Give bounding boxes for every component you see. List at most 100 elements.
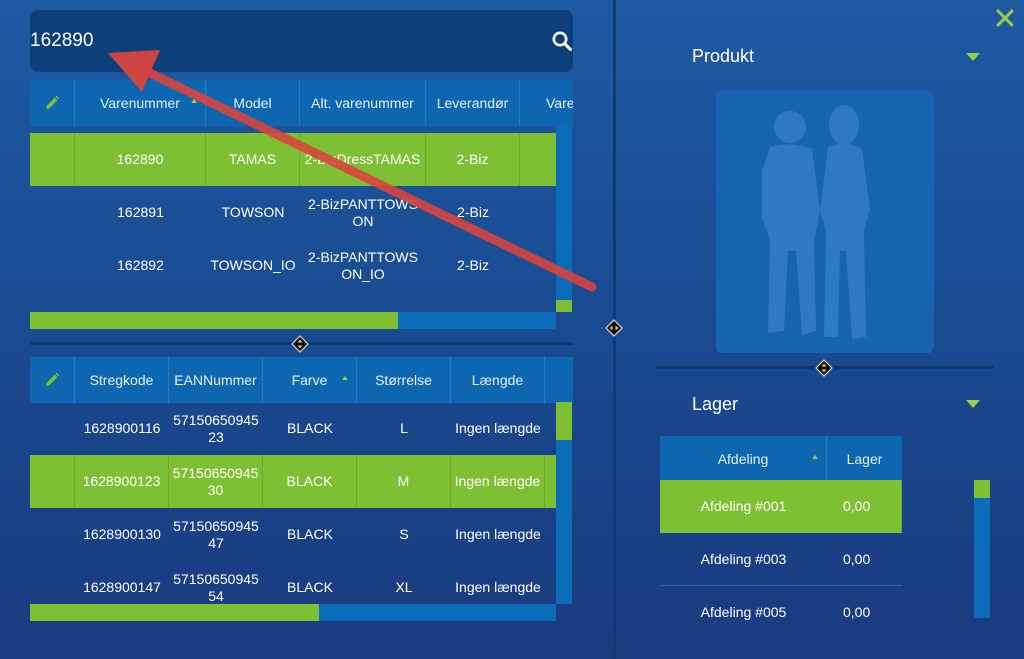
sort-ascending-icon <box>342 376 348 380</box>
table-cell: 162890 <box>75 133 206 186</box>
sort-ascending-icon <box>191 99 197 103</box>
column-header-model[interactable]: Model <box>206 80 300 126</box>
stock-section-title: Lager <box>692 394 739 414</box>
triangle-down-icon[interactable] <box>966 53 980 61</box>
vscroll-thumb[interactable] <box>556 402 572 440</box>
barcode-table-header: Stregkode EANNummer Farve Størrelse Læng… <box>30 357 573 403</box>
table-cell: 2-BizDressTAMAS <box>300 133 426 186</box>
pencil-icon[interactable] <box>44 95 60 111</box>
table-row[interactable]: 1628900147 5715065094554 BLACK XL Ingen … <box>30 561 556 604</box>
column-header-leverandor[interactable]: Leverandør <box>426 80 520 126</box>
diamond-handle-icon[interactable] <box>291 335 309 353</box>
column-header-label: Afdeling <box>717 451 769 467</box>
column-header-varenummer[interactable]: Varenummer <box>75 80 206 126</box>
table-cell: Ingen længde <box>455 579 541 595</box>
table-cell: Ingen længde <box>451 455 545 508</box>
search-input[interactable] <box>30 10 530 72</box>
table-cell: 5715065094530 <box>169 455 263 508</box>
table-cell: 1628900123 <box>75 455 169 508</box>
edit-column-header[interactable] <box>30 357 75 403</box>
column-header-extra <box>545 357 573 403</box>
column-header-afdeling[interactable]: Afdeling <box>660 436 827 482</box>
table-cell <box>30 186 75 239</box>
table-row[interactable]: 1628900116 5715065094523 BLACK L Ingen l… <box>30 402 556 455</box>
barcode-table-body: 1628900116 5715065094523 BLACK L Ingen l… <box>30 402 556 604</box>
table-cell: Afdeling #005 <box>700 604 787 620</box>
table-cell: 162891 <box>117 204 164 220</box>
table-cell: 0,00 <box>843 550 871 567</box>
table-cell <box>545 561 556 604</box>
product-table-vscrollbar[interactable] <box>556 126 572 312</box>
table-row[interactable]: 162890 TAMAS 2-BizDressTAMAS 2-Biz <box>30 133 556 186</box>
table-cell: 2-Biz <box>457 204 489 220</box>
product-image <box>716 91 934 353</box>
search-icon[interactable] <box>551 30 573 52</box>
table-row[interactable]: 162891 TOWSON 2-BizPANTTOWSON 2-Biz <box>30 186 556 239</box>
table-cell <box>520 186 556 239</box>
table-row[interactable]: 1628900130 5715065094547 BLACK S Ingen l… <box>30 508 556 561</box>
table-cell <box>545 508 556 561</box>
table-cell: 0,00 <box>827 480 902 533</box>
hscroll-thumb[interactable] <box>30 604 320 621</box>
column-header-label: Leverandør <box>436 95 509 111</box>
table-row[interactable]: Afdeling #005 0,00 <box>660 586 902 639</box>
table-cell <box>520 133 556 186</box>
table-row[interactable]: 162892 TOWSON_IO 2-BizPANTTOWSON_IO 2-Bi… <box>30 239 556 292</box>
table-cell: TAMAS <box>206 133 300 186</box>
table-cell: S <box>399 526 409 542</box>
sort-ascending-icon <box>812 455 818 459</box>
column-header-stregkode[interactable]: Stregkode <box>75 357 169 403</box>
table-cell: 5715065094523 <box>173 411 259 445</box>
table-cell: 0,00 <box>843 604 871 620</box>
table-cell: Afdeling #003 <box>700 550 787 567</box>
column-header-label: Lager <box>846 451 883 467</box>
column-header-alt-varenummer[interactable]: Alt. varenummer <box>300 80 426 126</box>
table-cell: M <box>357 455 451 508</box>
column-header-vare[interactable]: Vare <box>520 80 573 126</box>
diamond-handle-icon[interactable] <box>605 319 623 337</box>
table-cell: TOWSON <box>221 204 285 220</box>
stock-table-vscrollbar[interactable] <box>974 480 990 618</box>
column-header-label: Stregkode <box>89 372 154 388</box>
product-table-hscrollbar[interactable] <box>30 312 556 329</box>
column-header-laengde[interactable]: Længde <box>451 357 545 403</box>
table-cell: 1628900147 <box>83 579 161 595</box>
column-header-storrelse[interactable]: Størrelse <box>357 357 451 403</box>
hscroll-thumb[interactable] <box>30 312 399 329</box>
product-table-header: Varenummer Model Alt. varenummer Leveran… <box>30 80 573 126</box>
table-cell: L <box>400 420 408 436</box>
column-header-eannummer[interactable]: EANNummer <box>169 357 263 403</box>
column-header-label: Alt. varenummer <box>311 95 414 111</box>
column-header-lager[interactable]: Lager <box>827 436 902 482</box>
search-box <box>30 10 573 72</box>
vscroll-thumb[interactable] <box>974 480 990 498</box>
table-cell <box>30 402 75 455</box>
column-header-label: Størrelse <box>375 372 432 388</box>
product-section-title: Produkt <box>692 46 755 66</box>
table-cell <box>30 455 75 508</box>
table-row[interactable]: Afdeling #003 0,00 <box>660 533 902 586</box>
table-row[interactable]: Afdeling #001 0,00 <box>660 480 902 533</box>
close-icon[interactable] <box>996 9 1014 27</box>
product-table-body: 162890 TAMAS 2-BizDressTAMAS 2-Biz 16289… <box>30 133 556 311</box>
table-cell: 5715065094554 <box>173 570 259 604</box>
table-cell <box>30 561 75 604</box>
edit-column-header[interactable] <box>30 80 75 126</box>
column-header-label: Vare <box>546 95 573 111</box>
table-cell: TOWSON_IO <box>210 257 296 273</box>
table-cell: 2-Biz <box>457 257 489 273</box>
vscroll-thumb[interactable] <box>556 300 572 312</box>
table-cell: 2-Biz <box>426 133 520 186</box>
table-cell: BLACK <box>287 579 333 595</box>
diamond-handle-icon[interactable] <box>815 359 833 377</box>
table-row[interactable]: 1628900123 5715065094530 BLACK M Ingen l… <box>30 455 556 508</box>
table-cell <box>30 133 75 186</box>
barcode-table-vscrollbar[interactable] <box>556 402 572 604</box>
table-cell: Ingen længde <box>455 420 541 436</box>
table-cell <box>520 239 556 292</box>
triangle-down-icon[interactable] <box>966 400 980 408</box>
stock-table-header: Afdeling Lager <box>660 436 902 482</box>
barcode-table-hscrollbar[interactable] <box>30 604 556 621</box>
pencil-icon[interactable] <box>44 372 60 388</box>
column-header-farve[interactable]: Farve <box>263 357 357 403</box>
